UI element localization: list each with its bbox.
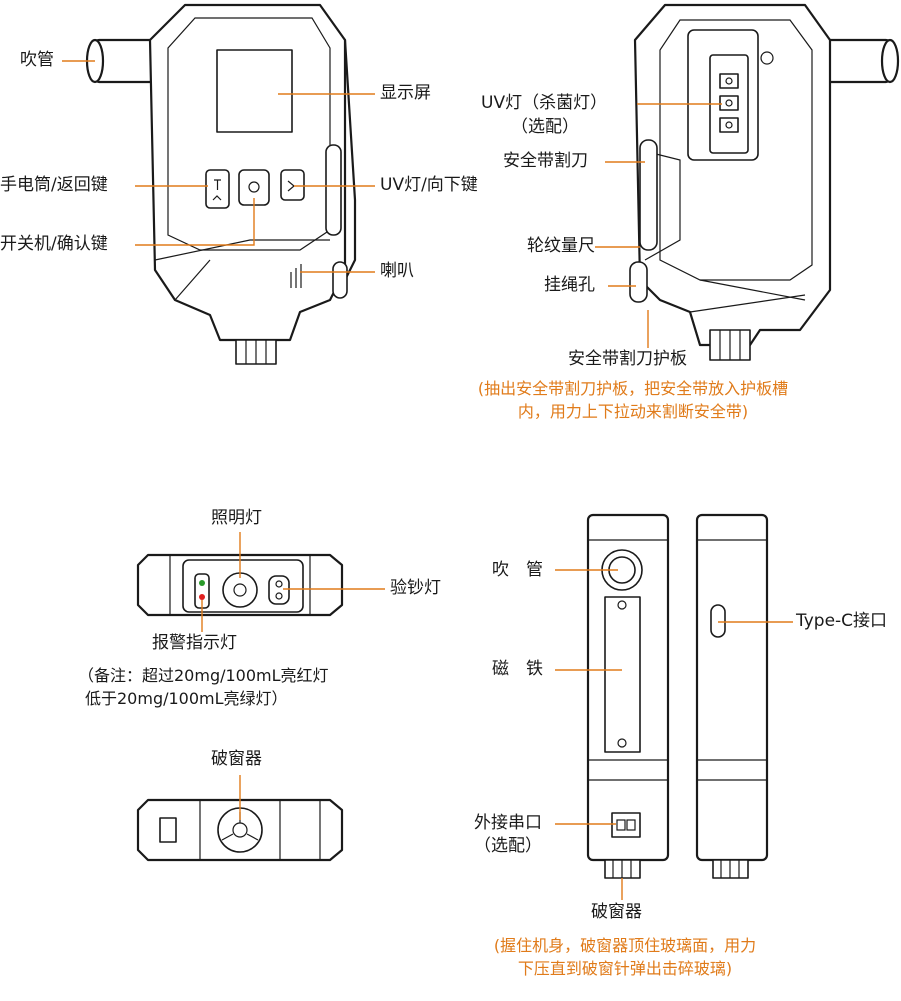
back-screw bbox=[760, 51, 774, 65]
label-serial-port: 外接串口 bbox=[474, 813, 542, 833]
side-view-right bbox=[695, 513, 769, 879]
label-serial-optional: （选配） bbox=[474, 836, 542, 856]
front-lanyard-slot bbox=[332, 261, 348, 299]
label-front-tube: 吹管 bbox=[20, 50, 54, 70]
uv-led-2 bbox=[725, 99, 733, 107]
note-breaker-line2: 下压直到破窗针弹出击碎玻璃) bbox=[517, 959, 733, 978]
top-light-lens bbox=[222, 572, 258, 608]
red-led-dot bbox=[199, 594, 205, 600]
bottom-port bbox=[159, 817, 177, 843]
money-light-window bbox=[268, 575, 290, 605]
label-typec: Type-C接口 bbox=[796, 611, 888, 631]
note-cutter-line1: (抽出安全带割刀护板，把安全带放入护板槽 bbox=[477, 379, 789, 398]
label-cutter-guard: 安全带割刀护板 bbox=[568, 349, 687, 369]
front-view bbox=[85, 3, 357, 365]
side-view-left bbox=[586, 513, 670, 879]
back-tube-shape bbox=[823, 38, 892, 84]
label-ruler: 轮纹量尺 bbox=[527, 236, 595, 256]
label-alarm-light: 报警指示灯 bbox=[152, 633, 237, 653]
label-flashlight-back-key: 手电筒/返回键 bbox=[0, 175, 108, 195]
label-uv-lamp-optional: （选配） bbox=[511, 117, 579, 137]
uv-led-3 bbox=[725, 121, 733, 129]
label-power-confirm-key: 开关机/确认键 bbox=[0, 234, 108, 254]
label-window-breaker-bottom: 破窗器 bbox=[591, 902, 642, 922]
label-side-tube: 吹 管 bbox=[492, 560, 543, 580]
front-crease-2 bbox=[174, 259, 211, 301]
belt-cutter-shape bbox=[639, 139, 658, 251]
back-face-inner bbox=[659, 19, 813, 281]
back-tube-end bbox=[880, 38, 900, 84]
front-face-inner bbox=[167, 17, 331, 251]
label-top-light: 照明灯 bbox=[211, 508, 262, 528]
back-view bbox=[629, 3, 900, 361]
top-view-lights bbox=[136, 553, 344, 617]
label-lanyard-hole: 挂绳孔 bbox=[544, 275, 595, 295]
label-money-light: 验钞灯 bbox=[390, 578, 441, 598]
line-power-key bbox=[135, 198, 255, 246]
serial-port-shape bbox=[611, 812, 641, 838]
note-breaker-line1: (握住机身，破窗器顶住玻璃面，用力 bbox=[493, 936, 757, 955]
front-cutter-slot bbox=[325, 144, 342, 236]
magnet-plate bbox=[604, 596, 641, 753]
bottom-view-breaker bbox=[136, 798, 344, 862]
flashlight-icon bbox=[212, 179, 222, 201]
label-magnet: 磁 铁 bbox=[492, 659, 543, 679]
leader-lines bbox=[62, 60, 793, 900]
power-icon bbox=[248, 181, 260, 193]
note-cutter-line2: 内，用力上下拉动来割断安全带) bbox=[517, 402, 749, 421]
typec-port-shape bbox=[710, 604, 726, 638]
lanyard-hole-shape bbox=[629, 261, 648, 303]
note-alarm-line1: （备注：超过20mg/100mL亮红灯 bbox=[78, 666, 329, 685]
display-shape bbox=[216, 49, 293, 133]
green-led-dot bbox=[199, 580, 205, 586]
front-crease bbox=[154, 239, 330, 261]
label-uv-lamp: UV灯（杀菌灯） bbox=[481, 93, 608, 113]
label-window-breaker-top: 破窗器 bbox=[211, 749, 262, 769]
speaker-grille bbox=[290, 264, 302, 288]
label-speaker: 喇叭 bbox=[380, 261, 414, 281]
note-alarm-line2: 低于20mg/100mL亮绿灯） bbox=[85, 689, 288, 708]
uv-led-1 bbox=[725, 77, 733, 85]
label-display: 显示屏 bbox=[380, 83, 431, 103]
label-belt-cutter: 安全带割刀 bbox=[503, 151, 588, 171]
label-uv-down-key: UV灯/向下键 bbox=[380, 175, 478, 195]
side-body-right bbox=[695, 513, 769, 862]
